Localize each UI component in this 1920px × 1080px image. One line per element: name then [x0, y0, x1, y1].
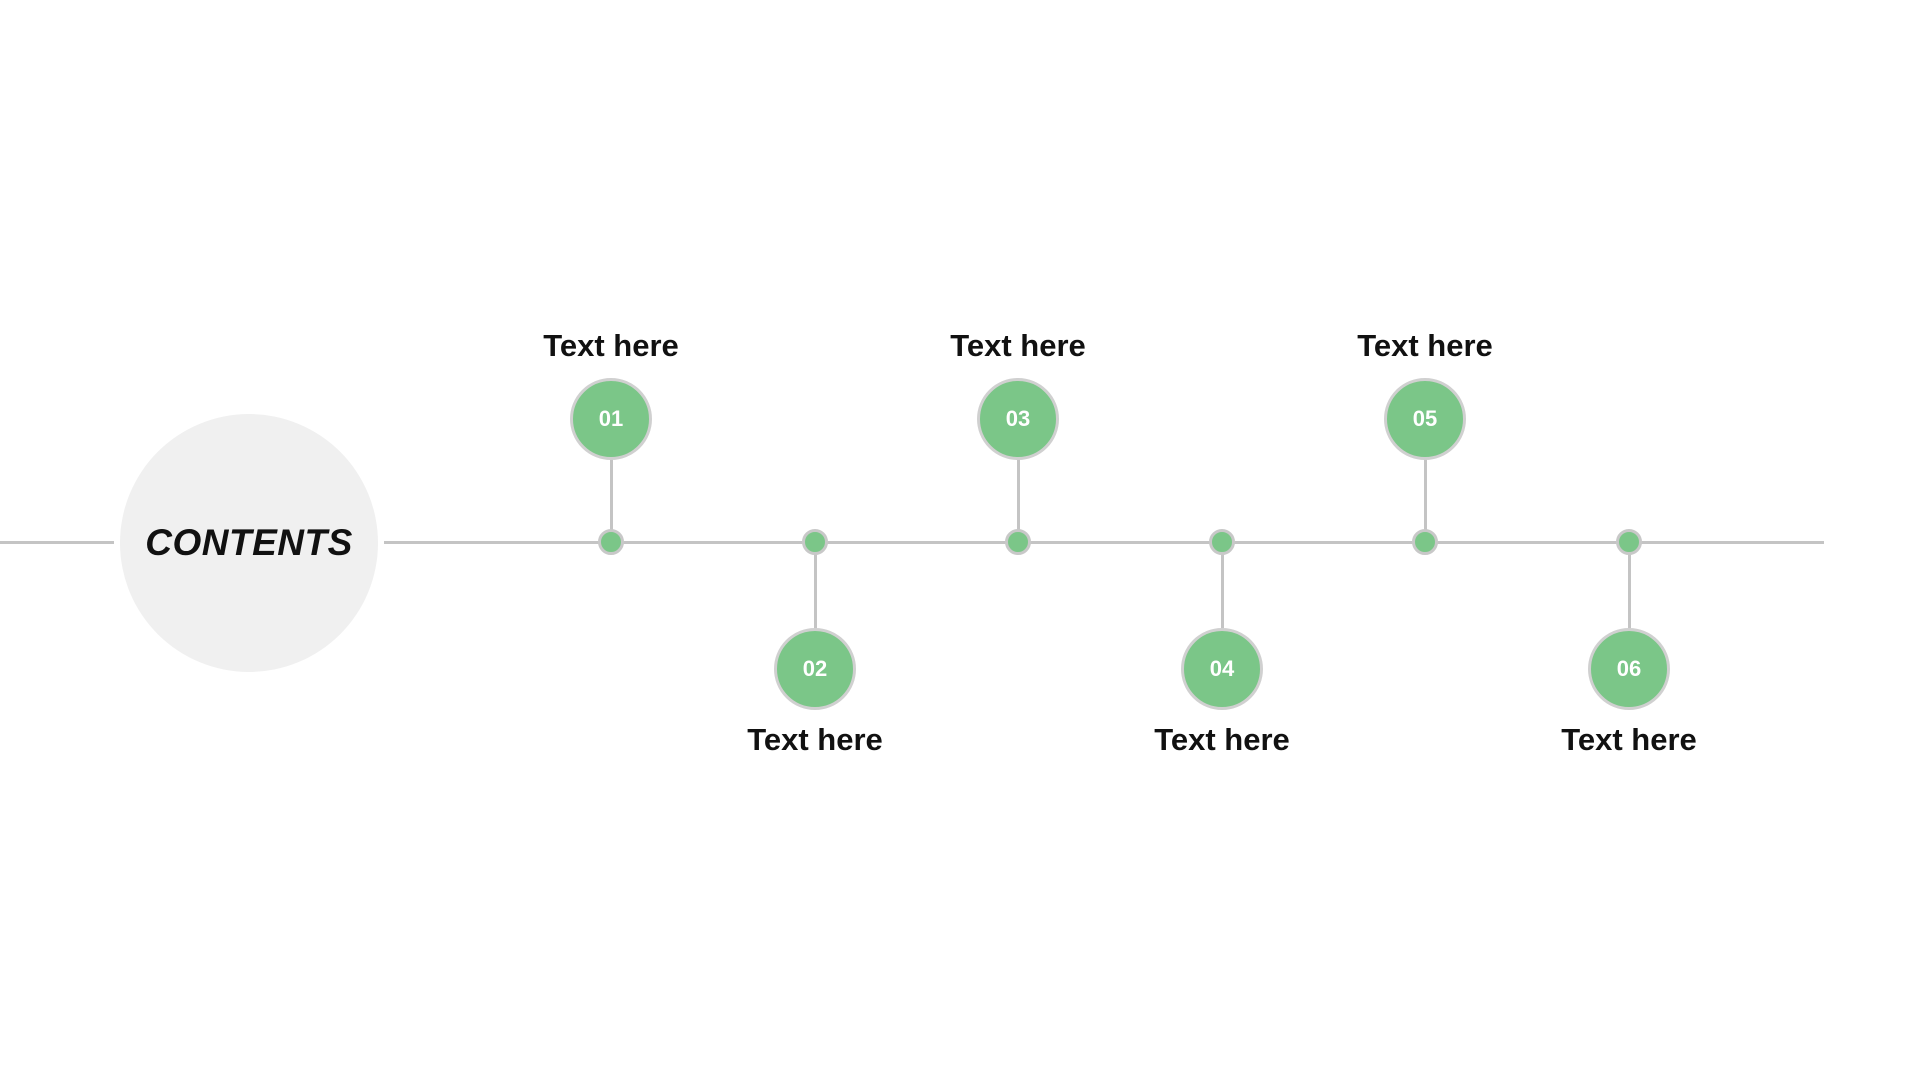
node-connector — [1016, 458, 1020, 534]
node-number-badge: 06 — [1588, 628, 1670, 710]
node-axis-dot — [802, 529, 828, 555]
node-label: Text here — [950, 328, 1086, 363]
contents-circle: CONTENTS — [120, 414, 378, 672]
node-number-badge: 05 — [1384, 378, 1466, 460]
node-label: Text here — [1357, 328, 1493, 363]
node-label: Text here — [747, 722, 883, 757]
node-number-badge: 04 — [1181, 628, 1263, 710]
node-label: Text here — [1561, 722, 1697, 757]
node-connector — [609, 458, 613, 534]
timeline-axis-left — [0, 541, 114, 544]
node-number-badge: 01 — [570, 378, 652, 460]
node-axis-dot — [1412, 529, 1438, 555]
node-axis-dot — [598, 529, 624, 555]
timeline-axis — [384, 541, 1824, 544]
node-axis-dot — [1005, 529, 1031, 555]
node-connector — [1627, 550, 1631, 630]
node-number-badge: 02 — [774, 628, 856, 710]
node-label: Text here — [543, 328, 679, 363]
node-axis-dot — [1616, 529, 1642, 555]
node-connector — [1220, 550, 1224, 630]
node-label: Text here — [1154, 722, 1290, 757]
contents-title: CONTENTS — [145, 522, 353, 563]
node-axis-dot — [1209, 529, 1235, 555]
node-connector — [1423, 458, 1427, 534]
node-connector — [813, 550, 817, 630]
node-number-badge: 03 — [977, 378, 1059, 460]
